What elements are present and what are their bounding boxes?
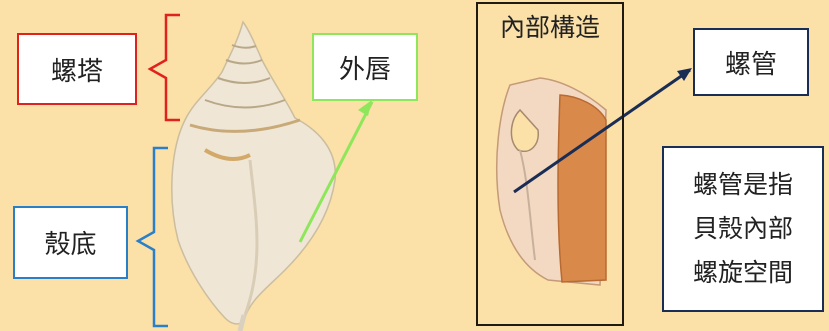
siphonal-canal-label: 螺管	[693, 28, 809, 96]
internal-structure-title: 內部構造	[476, 8, 624, 44]
note-line-1: 螺管是指	[693, 163, 793, 207]
shell-exterior-image	[172, 22, 335, 331]
spire-bracket	[150, 15, 180, 120]
internal-structure-frame	[476, 2, 624, 326]
explanation-note: 螺管是指 貝殼內部 螺旋空間	[662, 146, 824, 312]
base-bracket	[138, 148, 168, 326]
outer-lip-arrowhead	[358, 100, 372, 116]
spire-label: 螺塔	[17, 33, 137, 105]
note-line-2: 貝殼內部	[693, 207, 793, 251]
base-label: 殼底	[13, 206, 128, 279]
note-line-3: 螺旋空間	[693, 251, 793, 295]
outer-lip-label: 外唇	[312, 33, 418, 101]
